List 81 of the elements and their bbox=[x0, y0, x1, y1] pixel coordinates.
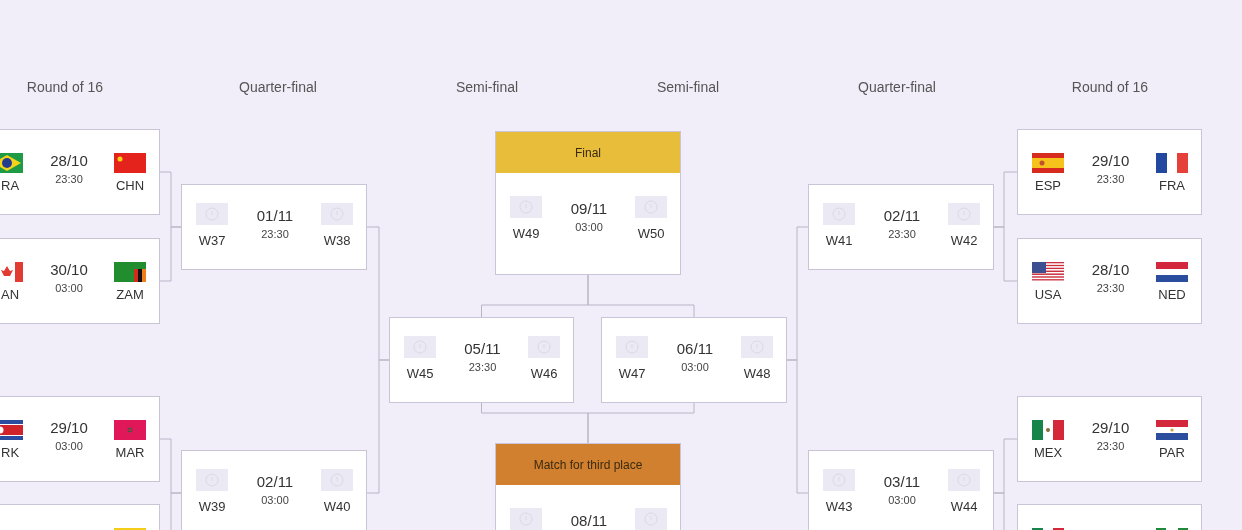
match-time: 23:30 bbox=[1096, 174, 1125, 185]
team-code: FRA bbox=[1159, 179, 1185, 192]
match-date: 29/10 bbox=[50, 420, 88, 435]
match-time: 03:00 bbox=[261, 495, 289, 506]
round-heading: Round of 16 bbox=[1071, 79, 1149, 95]
team-code: W40 bbox=[323, 500, 351, 513]
match-card bbox=[0, 129, 160, 215]
match-card bbox=[808, 450, 994, 530]
match-card bbox=[808, 184, 994, 270]
match-card bbox=[1017, 396, 1202, 482]
team-code: W49 bbox=[512, 227, 540, 240]
match-date: 29/10 bbox=[1091, 153, 1130, 168]
team-code: W43 bbox=[825, 500, 853, 513]
team-code: CHN bbox=[115, 179, 145, 192]
team-code: W37 bbox=[198, 234, 226, 247]
round-heading: Quarter-final bbox=[858, 79, 936, 95]
match-card bbox=[181, 450, 367, 530]
bracket-line bbox=[159, 226, 182, 282]
team-code: W45 bbox=[406, 367, 434, 380]
bracket-line bbox=[366, 359, 390, 494]
stage-header: Final bbox=[496, 132, 680, 173]
match-card bbox=[1017, 238, 1202, 324]
match-date: 30/10 bbox=[50, 262, 88, 277]
stage-header: Match for third place bbox=[496, 444, 680, 485]
bracket-line bbox=[587, 402, 695, 444]
team-code: W38 bbox=[323, 234, 351, 247]
match-time: 23:30 bbox=[1096, 441, 1125, 452]
match-card bbox=[601, 317, 787, 403]
team-code: USA bbox=[1034, 288, 1062, 301]
match-date: 28/10 bbox=[50, 153, 88, 168]
match-date: 06/11 bbox=[676, 341, 714, 356]
team-code: RK bbox=[1, 446, 20, 459]
match-date: 28/10 bbox=[1091, 262, 1130, 277]
match-date: 02/11 bbox=[883, 208, 921, 223]
match-time: 03:00 bbox=[55, 283, 83, 294]
match-date: 29/10 bbox=[1091, 420, 1130, 435]
match-card bbox=[1017, 129, 1202, 215]
round-heading: Quarter-final bbox=[239, 79, 317, 95]
team-code: ESP bbox=[1035, 179, 1061, 192]
team-code: W39 bbox=[198, 500, 226, 513]
team-code: NED bbox=[1158, 288, 1186, 301]
team-code: ZAM bbox=[116, 288, 144, 301]
match-date: 09/11 bbox=[570, 201, 608, 216]
team-code: RA bbox=[1, 179, 20, 192]
match-date: 03/11 bbox=[883, 474, 921, 489]
match-time: 03:00 bbox=[575, 222, 603, 233]
team-code: MAR bbox=[115, 446, 145, 459]
match-card bbox=[0, 238, 160, 324]
bracket-line bbox=[786, 359, 809, 494]
round-heading: Round of 16 bbox=[26, 79, 104, 95]
match-time: 23:30 bbox=[261, 229, 289, 240]
match-time: 23:30 bbox=[888, 229, 916, 240]
team-code: W44 bbox=[950, 500, 978, 513]
team-code: AN bbox=[1, 288, 20, 301]
match-time: 23:30 bbox=[55, 174, 83, 185]
match-card bbox=[181, 184, 367, 270]
team-code: W46 bbox=[530, 367, 558, 380]
bracket-line bbox=[993, 226, 1018, 282]
match-time: 03:00 bbox=[888, 495, 916, 506]
match-date: 02/11 bbox=[256, 474, 294, 489]
team-code: W41 bbox=[825, 234, 853, 247]
team-code: W50 bbox=[637, 227, 665, 240]
match-time: 03:00 bbox=[55, 441, 83, 452]
match-card bbox=[495, 443, 681, 530]
match-time: 23:30 bbox=[468, 362, 497, 373]
match-date: 05/11 bbox=[464, 341, 501, 356]
match-time: 03:00 bbox=[681, 362, 709, 373]
team-code: W47 bbox=[618, 367, 646, 380]
team-code: W42 bbox=[950, 234, 978, 247]
round-heading: Semi-final bbox=[455, 79, 519, 95]
bracket-line bbox=[587, 274, 695, 318]
match-time: 23:30 bbox=[1096, 283, 1125, 294]
match-card bbox=[389, 317, 574, 403]
team-code: PAR bbox=[1159, 446, 1185, 459]
match-date: 01/11 bbox=[256, 208, 294, 223]
match-date: 08/11 bbox=[570, 513, 608, 528]
match-card bbox=[495, 131, 681, 275]
team-code: W48 bbox=[743, 367, 771, 380]
match-card bbox=[0, 396, 160, 482]
round-heading: Semi-final bbox=[656, 79, 720, 95]
team-code: MEX bbox=[1033, 446, 1063, 459]
